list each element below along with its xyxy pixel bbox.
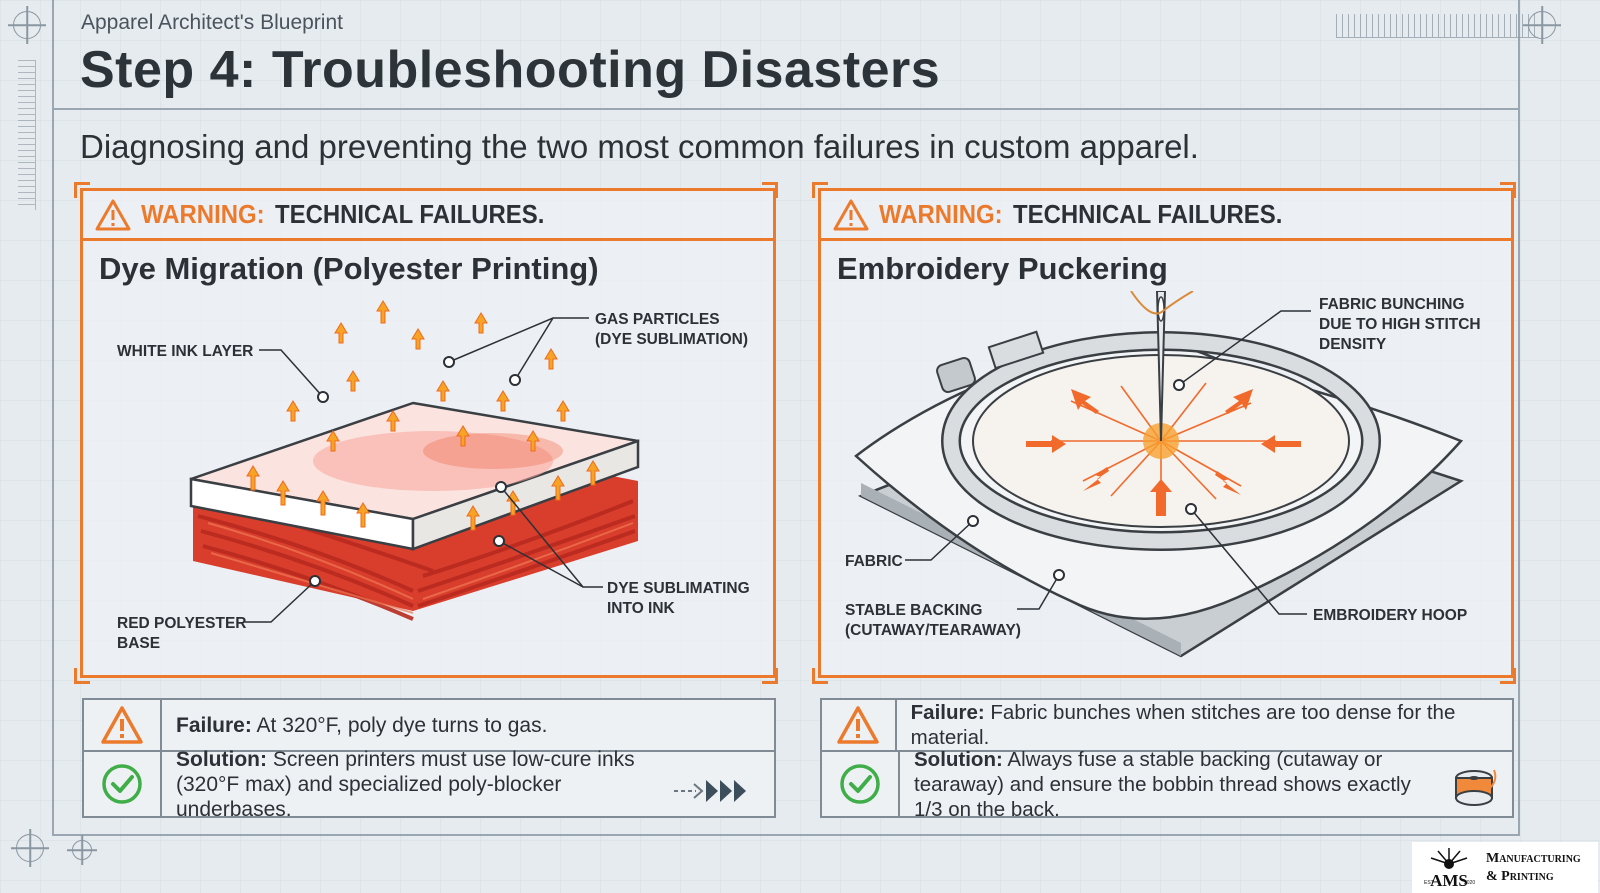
warning-bar: WARNING: TECHNICAL FAILURES. [83,191,773,241]
dye-migration-diagram: WHITE INK LAYER GAS PARTICLES (DYE SUBLI… [117,300,750,652]
callout-stable-backing: STABLE BACKING [845,602,983,619]
frame-bottom-line [52,834,1518,836]
thread-spool-icon [1455,769,1497,806]
check-circle-icon [840,764,880,804]
callout-dye-sublimating-sub: INTO INK [607,600,676,617]
warning-text: TECHNICAL FAILURES. [275,199,545,229]
callout-embroidery-hoop: EMBROIDERY HOOP [1313,607,1467,624]
warning-triangle-icon [833,199,869,230]
corner-bracket [1500,182,1516,198]
frame-right-line [1518,0,1520,836]
white-ink-layer [189,401,640,551]
ruler-decoration [1336,14,1538,38]
dye-migration-info: Failure: At 320°F, poly dye turns to gas… [82,698,776,821]
logo-line-2: & Printing [1486,868,1554,884]
warning-label: WARNING: [879,199,1003,229]
callout-gas-particles-sub: (DYE SUBLIMATION) [595,331,748,348]
crosshair-icon [13,11,41,39]
failure-label: Failure: [910,701,985,724]
sunburst-logo-icon: AMS EST 2020 [1424,847,1475,890]
crosshair-icon [72,840,92,860]
failure-text: Fabric bunches when stitches are too den… [910,701,1456,749]
callout-white-ink-layer: WHITE INK LAYER [117,343,253,360]
callout-dye-sublimating: DYE SUBLIMATING [607,580,750,597]
corner-bracket [762,668,778,684]
callout-fabric-bunching: FABRIC BUNCHING [1319,296,1465,313]
failure-row: Failure: At 320°F, poly dye turns to gas… [84,700,774,752]
warning-bar: WARNING: TECHNICAL FAILURES. [821,191,1511,241]
warning-triangle-icon [101,706,143,744]
failure-row: Failure: Fabric bunches when stitches ar… [822,700,1512,752]
header-divider [52,108,1518,110]
callout-fabric: FABRIC [845,553,903,570]
logo-line-1: Manufacturing [1486,850,1581,866]
page-subtitle: Diagnosing and preventing the two most c… [80,128,1199,165]
corner-bracket [812,668,828,684]
embroidery-diagram: FABRIC BUNCHING DUE TO HIGH STITCH DENSI… [845,291,1481,658]
callout-fabric-bunching-2: DUE TO HIGH STITCH [1319,316,1481,333]
panel-title: Embroidery Puckering [837,251,1168,286]
solution-label: Solution: [914,747,1003,771]
inward-arrows [1026,389,1301,516]
embroidery-info: Failure: Fabric bunches when stitches ar… [820,698,1514,821]
ams-logo: AMS EST 2020 Manufacturing & Printing [1412,842,1598,893]
warning-label: WARNING: [141,199,265,229]
frame-left-line [52,0,54,836]
logo-year: 2020 [1464,880,1475,886]
callout-red-polyester: RED POLYESTER [117,615,247,632]
failure-text: At 320°F, poly dye turns to gas. [256,713,548,737]
needle-icon [1155,291,1167,442]
page-title: Step 4: Troubleshooting Disasters [80,41,941,99]
corner-bracket [74,668,90,684]
callout-stable-backing-2: (CUTAWAY/TEARAWAY) [845,622,1021,639]
failure-label: Failure: [176,713,252,737]
solution-label: Solution: [176,747,267,771]
callout-red-polyester-sub: BASE [117,635,160,652]
dye-migration-panel: WARNING: TECHNICAL FAILURES. Dye Migrati… [80,188,776,678]
corner-bracket [762,182,778,198]
corner-bracket [1500,668,1516,684]
crosshair-icon [16,834,44,862]
callout-fabric-bunching-3: DENSITY [1319,336,1387,353]
corner-bracket [812,182,828,198]
panel-title: Dye Migration (Polyester Printing) [99,251,599,286]
check-circle-icon [102,764,142,804]
vertical-ruler-decoration [18,60,36,210]
warning-text: TECHNICAL FAILURES. [1013,199,1283,229]
warning-triangle-icon [95,199,131,230]
logo-mark: AMS [1430,871,1468,890]
warning-triangle-icon [837,706,880,744]
gas-arrows [246,300,600,531]
callout-gas-particles: GAS PARTICLES [595,311,720,328]
solution-text: Screen printers must use low-cure inks (… [176,747,635,821]
solution-row: Solution: Always fuse a stable backing (… [822,748,1512,821]
crosshair-icon [1528,11,1556,39]
corner-bracket [74,182,90,198]
solution-row: Solution: Screen printers must use low-c… [84,748,774,821]
arrows-icon [674,780,746,802]
eyebrow-label: Apparel Architect's Blueprint [81,11,343,34]
embroidery-puckering-panel: WARNING: TECHNICAL FAILURES. Embroidery … [818,188,1514,678]
logo-est: EST [1424,880,1434,886]
solution-text: Always fuse a stable backing (cutaway or… [914,747,1411,821]
